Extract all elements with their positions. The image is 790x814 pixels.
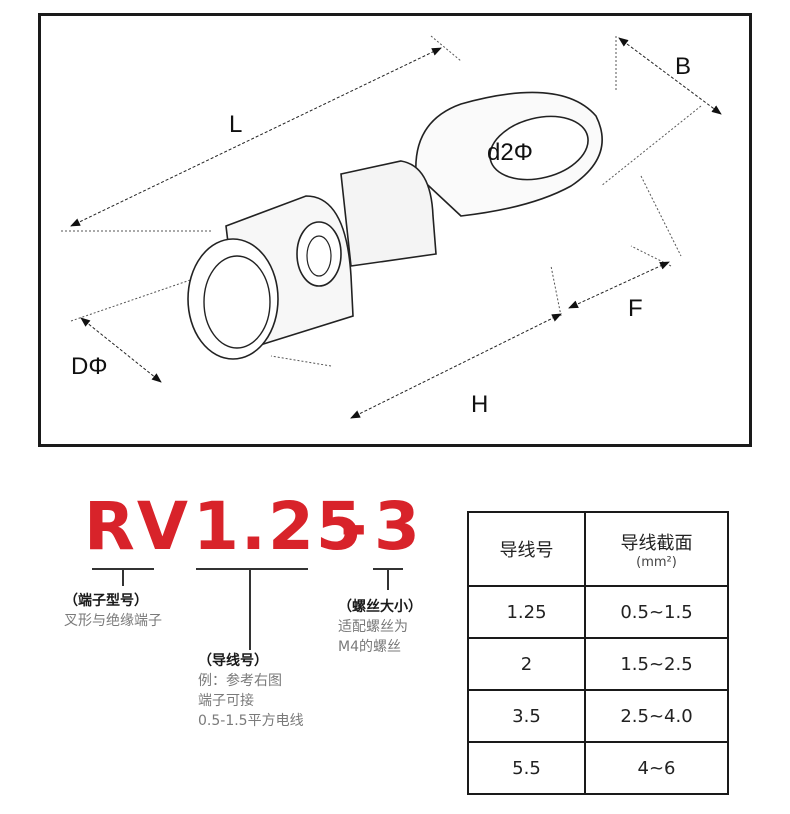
code-rv: RV <box>84 488 190 565</box>
wire-spec-table: 导线号 导线截面 (mm²) 1.25 0.5~1.5 2 1.5~2.5 3.… <box>467 511 729 795</box>
label-d2: d2Φ <box>487 139 533 166</box>
bracket-screw-stem <box>387 568 389 590</box>
annotation-screw: （螺丝大小） 适配螺丝为 M4的螺丝 <box>338 599 422 655</box>
table-row: 3.5 2.5~4.0 <box>467 689 729 743</box>
code-screw-size: 3 <box>374 488 422 565</box>
annotation-type: （端子型号） 叉形与绝缘端子 <box>64 593 162 629</box>
table-row: 2 1.5~2.5 <box>467 637 729 691</box>
diagram-frame: L B d2Φ F DΦ H <box>38 13 752 447</box>
table-row: 5.5 4~6 <box>467 741 729 795</box>
bracket-wire-stem <box>249 568 251 650</box>
label-H: H <box>471 391 488 418</box>
terminal-diagram: L B d2Φ F DΦ H <box>61 35 722 419</box>
table-header-row: 导线号 导线截面 (mm²) <box>467 511 729 587</box>
bracket-rv-stem <box>122 568 124 586</box>
label-B: B <box>675 53 691 80</box>
annotation-wire: （导线号） 例：参考右图 端子可接 0.5-1.5平方电线 <box>198 653 304 729</box>
header-wire-number: 导线号 <box>467 511 586 587</box>
code-wire-number: 1.25 <box>193 488 364 565</box>
code-dash: - <box>340 488 370 565</box>
bracket-wire <box>196 568 308 570</box>
header-wire-section: 导线截面 (mm²) <box>584 511 729 587</box>
dimension-lines <box>70 37 722 419</box>
ring-terminal <box>187 91 603 360</box>
table-row: 1.25 0.5~1.5 <box>467 585 729 639</box>
label-L: L <box>229 111 242 138</box>
label-D: DΦ <box>71 353 107 380</box>
label-F: F <box>628 295 643 322</box>
